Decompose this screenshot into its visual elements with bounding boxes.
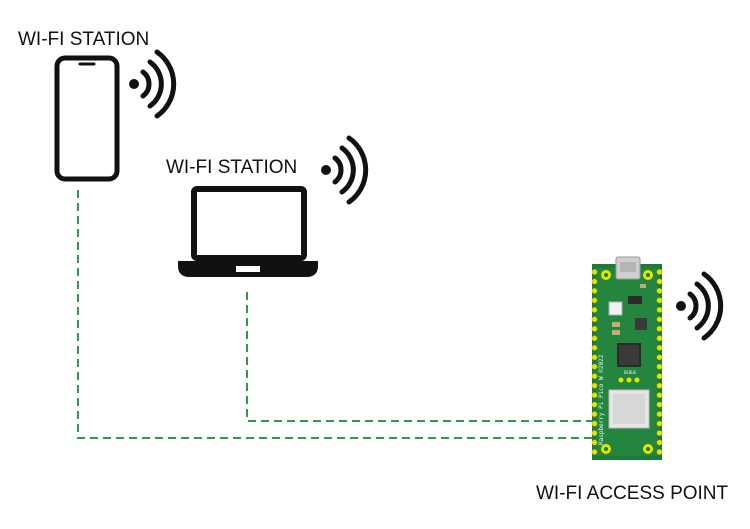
board-pin [591,430,598,436]
board-pins-right [656,269,663,455]
board-pin [591,335,598,342]
board-pin [656,316,663,323]
board-pin [591,449,598,455]
wifi-signal-icon [321,138,366,202]
phone-station-label: WI-FI STATION [18,29,149,50]
board-pins-left [591,269,598,455]
board-pin [591,420,598,427]
board-pin [591,401,598,408]
board-pin [656,363,663,370]
access-point-label: WI-FI ACCESS POINT [536,483,729,504]
board-pin [656,430,663,436]
board-pin [656,278,663,285]
board-pin [591,354,598,361]
board-pin [591,373,598,380]
wifi-signal-icon [129,52,174,116]
board-pin [591,411,598,417]
board-pin [656,439,663,446]
debug-label: DEBUG [624,370,637,375]
board-pin [591,278,598,285]
board-pin [656,335,663,342]
laptop-station-label: WI-FI STATION [166,157,297,178]
board-pin [656,354,663,361]
laptop-to-access-point-link [246,292,592,422]
board-pin [591,325,598,332]
board-pin [591,382,598,389]
smartphone-icon [54,55,120,182]
board-pin [591,269,598,275]
board-pin [656,297,663,304]
board-pin [656,392,663,399]
board-pin [591,307,598,313]
board-pin [591,392,598,399]
board-pin [656,344,663,351]
board-pin [591,316,598,323]
board-pin [656,420,663,427]
board-pin [591,344,598,351]
raspberry-pi-pico-w-board: DEBUG Raspberry Pi Pico W ©2022 [591,256,663,460]
board-silkscreen: Raspberry Pi Pico W ©2022 [598,354,605,445]
phone-to-access-point-link [77,190,592,439]
board-pin [591,363,598,370]
board-pin [656,382,663,389]
board-pin [591,288,598,294]
board-pin [656,307,663,313]
board-pin [656,401,663,408]
board-pin [591,439,598,446]
board-pin [656,325,663,332]
board-pin [656,373,663,380]
board-pin [656,411,663,417]
board-pin [591,297,598,304]
board-pin [656,269,663,275]
laptop-icon [178,186,318,277]
board-pin [656,288,663,294]
board-pin [656,449,663,455]
wifi-signal-icon [676,274,721,338]
